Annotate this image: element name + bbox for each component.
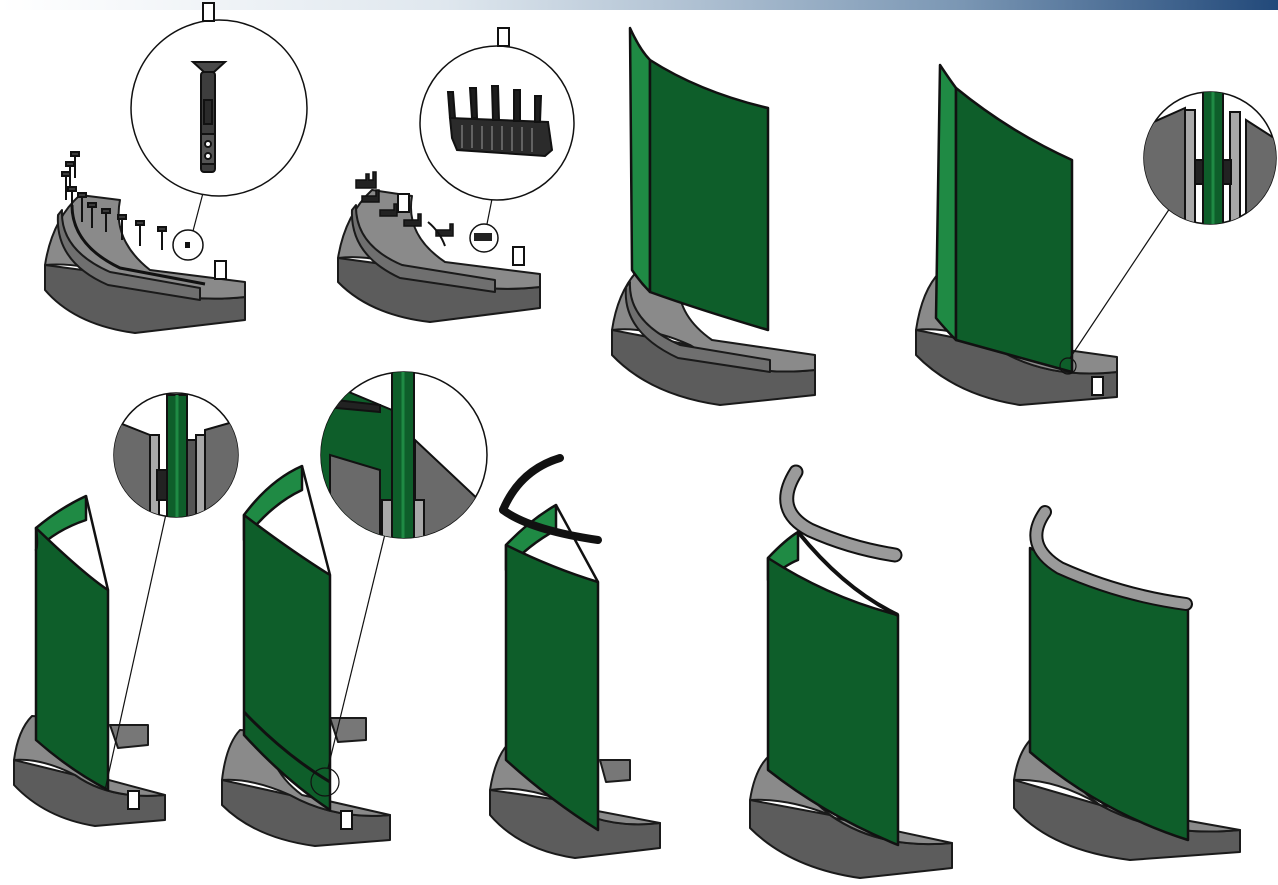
rubber-gasket xyxy=(503,458,560,510)
step-marker xyxy=(497,27,510,47)
step-4-seat-glass xyxy=(916,65,1278,405)
step-7-rubber-gasket xyxy=(490,458,660,858)
step-9-finished xyxy=(1014,512,1240,860)
leader-line xyxy=(193,193,203,231)
step-marker xyxy=(340,810,353,830)
detail-circle xyxy=(420,46,574,200)
step-marker xyxy=(127,790,140,810)
step-8-handrail-cap xyxy=(750,472,952,878)
handrail-icon xyxy=(787,472,895,555)
step-2-setting-blocks xyxy=(338,46,574,322)
curved-base xyxy=(338,190,540,322)
step-1-anchor-bolts xyxy=(45,20,307,333)
detail-circle xyxy=(1140,90,1278,240)
step-marker xyxy=(202,2,215,22)
detail-circle xyxy=(320,370,500,540)
step-marker xyxy=(397,193,410,213)
step-marker xyxy=(1091,376,1104,396)
step-3-place-glass xyxy=(612,28,815,405)
step-marker xyxy=(512,246,525,266)
step-marker xyxy=(214,260,227,280)
glass-panel xyxy=(936,65,1072,372)
detail-circle xyxy=(112,393,240,520)
glass-panel xyxy=(630,28,768,330)
step-6-wedge-both-sides xyxy=(222,370,500,846)
leader-line xyxy=(1070,205,1172,358)
leader-line xyxy=(487,199,492,224)
glass-panel xyxy=(36,496,108,790)
leader-line xyxy=(105,505,168,790)
detail-circle xyxy=(131,20,307,196)
step-5-wedge-one-side xyxy=(14,393,240,826)
